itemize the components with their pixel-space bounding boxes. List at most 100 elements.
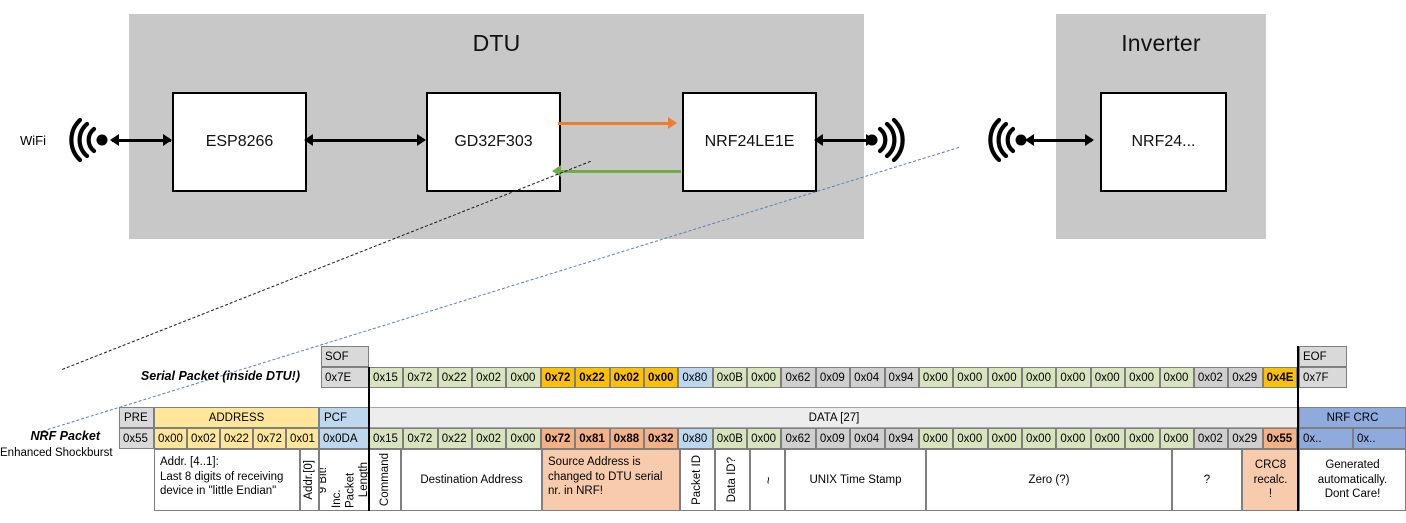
nrf-byte-0: 0x15 <box>369 428 404 449</box>
desc-address-line1: Addr. [4..1]: <box>160 456 219 468</box>
nrf-byte-15: 0x94 <box>884 428 919 449</box>
desc-address-line3: device in "little Endian" <box>160 485 277 497</box>
nrf-byte-7: 0x88 <box>609 428 644 449</box>
nrf-byte-22: 0x00 <box>1125 428 1160 449</box>
nrf-byte-13: 0x09 <box>815 428 851 449</box>
chip-nrf24: NRF24... <box>1100 92 1227 192</box>
desc-pcf: 9 Bit! Inc. Packet Length <box>319 449 369 511</box>
nrf-byte-25: 0x29 <box>1228 428 1263 449</box>
desc-tilde-label: ~ <box>760 476 776 484</box>
payload-end-separator <box>1297 346 1299 511</box>
arrow-esp-to-gd32 <box>312 139 418 142</box>
desc-address: Addr. [4..1]: Last 8 digits of receiving… <box>154 449 300 511</box>
desc-pcf-line2: Inc. Packet <box>330 472 357 508</box>
serial-byte-10: 0x0B <box>712 367 748 388</box>
serial-byte-8: 0x00 <box>643 367 679 388</box>
nrf-crc-value-1: 0x.. <box>1353 428 1406 449</box>
arrow-head-right <box>1085 134 1094 146</box>
desc-source-address-line2: changed to DTU serial <box>548 470 663 483</box>
desc-crc8-line1: CRC8 <box>1254 459 1287 472</box>
inverter-title: Inverter <box>1121 30 1201 56</box>
desc-data-id: Data ID? <box>715 449 750 511</box>
arrow-head-left <box>110 134 119 146</box>
desc-unix-time-stamp-label: UNIX Time Stamp <box>809 473 902 486</box>
nrf-group-pre: PRE <box>119 407 154 428</box>
wifi-antenna-icon <box>66 117 112 163</box>
chip-esp8266: ESP8266 <box>172 92 307 192</box>
inverter-enclosure: Inverter <box>1056 14 1266 239</box>
desc-source-address: Source Address is changed to DTU serial … <box>542 449 680 511</box>
arrow-head-left-green <box>552 165 561 177</box>
arrow-nrf-to-gd32-green <box>558 170 681 173</box>
nrf-byte-23: 0x00 <box>1159 428 1194 449</box>
nrf-packet-sublabel: Enhanced Shockburst <box>0 447 113 459</box>
nrf-group-data: DATA [27] <box>369 407 1299 428</box>
nrf-byte-17: 0x00 <box>953 428 988 449</box>
arrow-gd32-to-nrf-orange <box>558 122 671 125</box>
desc-destination-address: Destination Address <box>401 449 542 511</box>
nrf-byte-11: 0x00 <box>747 428 782 449</box>
arrow-head-left <box>304 134 313 146</box>
serial-packet-label: Serial Packet (inside DTU!) <box>140 369 300 383</box>
serial-byte-7: 0x02 <box>609 367 644 388</box>
desc-destination-address-label: Destination Address <box>420 473 523 486</box>
chip-nrf24le1e: NRF24LE1E <box>682 92 817 192</box>
serial-byte-11: 0x00 <box>747 367 782 388</box>
nrf-byte-3: 0x02 <box>472 428 507 449</box>
desc-packet-id: Packet ID <box>680 449 715 511</box>
serial-byte-25: 0x29 <box>1228 367 1263 388</box>
desc-crc8-line2: recalc. <box>1253 473 1288 486</box>
serial-byte-17: 0x00 <box>953 367 988 388</box>
serial-byte-0: 0x15 <box>369 367 404 388</box>
serial-byte-13: 0x09 <box>815 367 851 388</box>
nrf-byte-4: 0x00 <box>506 428 541 449</box>
chip-gd32f303-label: GD32F303 <box>454 133 533 150</box>
desc-source-address-line1: Source Address is <box>548 456 641 468</box>
nrf-byte-6: 0x81 <box>575 428 610 449</box>
desc-source-address-line3: nr. in NRF! <box>548 485 603 497</box>
inverter-rf-antenna-icon <box>985 117 1031 163</box>
nrf-address-byte-3: 0x72 <box>253 428 286 449</box>
desc-command: Command <box>369 449 401 511</box>
serial-byte-3: 0x02 <box>472 367 507 388</box>
desc-zero: Zero (?) <box>926 449 1172 511</box>
arrow-head-left <box>1025 134 1034 146</box>
desc-command-label: Command <box>378 453 391 507</box>
desc-addr0-label: Addr.[0] <box>303 460 315 500</box>
desc-generated-line1: Generated <box>1325 459 1380 472</box>
nrf-byte-24: 0x02 <box>1193 428 1229 449</box>
serial-byte-20: 0x00 <box>1056 367 1091 388</box>
serial-byte-9: 0x80 <box>678 367 713 388</box>
serial-eof-value: 0x7F <box>1299 367 1347 388</box>
nrf-byte-1: 0x72 <box>403 428 438 449</box>
dtu-rf-antenna-icon <box>862 117 908 163</box>
desc-addr0: Addr.[0] <box>300 449 319 511</box>
arrow-inverter-antenna-to-nrf24 <box>1029 139 1092 142</box>
serial-byte-1: 0x72 <box>403 367 438 388</box>
serial-byte-14: 0x04 <box>850 367 885 388</box>
arrow-head-right-orange <box>668 117 677 129</box>
desc-address-line2: Last 8 digits of receiving <box>160 470 284 483</box>
serial-eof-header: EOF <box>1299 346 1347 367</box>
nrf-byte-9: 0x80 <box>678 428 713 449</box>
nrf-pcf-value: 0x0DA <box>319 428 369 449</box>
payload-start-separator <box>368 367 370 511</box>
desc-data-id-label: Data ID? <box>726 457 738 503</box>
serial-byte-12: 0x62 <box>781 367 816 388</box>
nrf-byte-16: 0x00 <box>918 428 954 449</box>
dtu-title: DTU <box>472 30 521 56</box>
desc-tilde: ~ <box>750 449 785 511</box>
nrf-byte-26: 0x55 <box>1262 428 1297 449</box>
arrow-wifi-to-esp <box>112 139 171 142</box>
serial-byte-18: 0x00 <box>987 367 1023 388</box>
serial-byte-6: 0x22 <box>575 367 610 388</box>
desc-crc8-line3: ! <box>1268 488 1273 501</box>
nrf-group-address: ADDRESS <box>154 407 319 428</box>
chip-esp8266-label: ESP8266 <box>205 133 274 150</box>
desc-generated-line3: Dont Care! <box>1324 488 1381 501</box>
nrf-byte-18: 0x00 <box>987 428 1023 449</box>
nrf-byte-14: 0x04 <box>850 428 885 449</box>
desc-crc8: CRC8 recalc. ! <box>1242 449 1299 511</box>
desc-question-label: ? <box>1203 473 1211 486</box>
